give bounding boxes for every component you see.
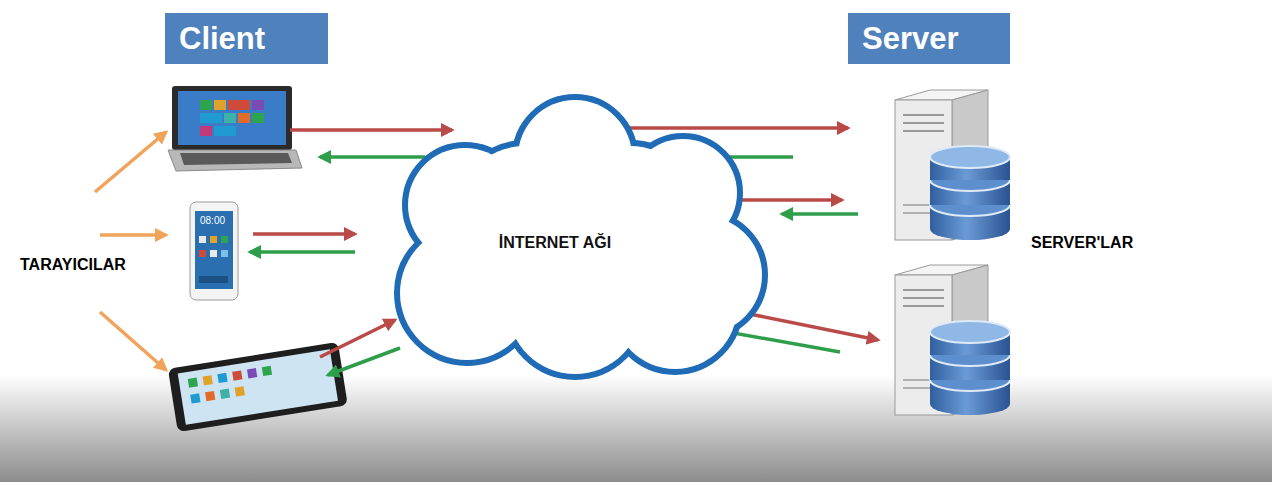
server-icon bbox=[895, 90, 1010, 240]
screen-clock: 08:00 bbox=[200, 215, 225, 226]
internet-cloud: İNTERNET AĞI bbox=[385, 95, 775, 380]
browser-arrows bbox=[95, 132, 166, 370]
phone-icon bbox=[190, 202, 238, 300]
header-box: Client bbox=[165, 13, 328, 64]
header-box: Server bbox=[848, 13, 1010, 64]
group-label: TARAYICILAR bbox=[20, 256, 126, 274]
header-title: Server bbox=[862, 21, 959, 57]
cloud-fill bbox=[561, 146, 699, 284]
server-icon bbox=[895, 265, 1010, 415]
laptop-icon bbox=[168, 86, 302, 171]
group-label: SERVER'LAR bbox=[1031, 234, 1133, 252]
header-title: Client bbox=[179, 21, 265, 57]
cloud-title: İNTERNET AĞI bbox=[499, 234, 611, 252]
